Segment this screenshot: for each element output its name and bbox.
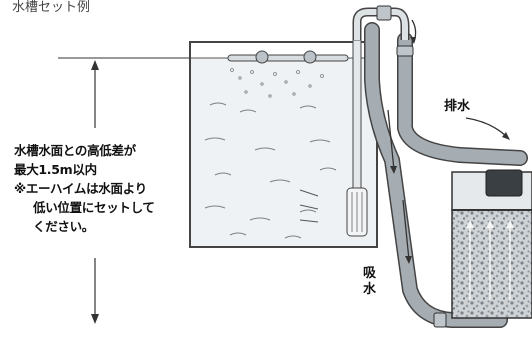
water-ripples: [204, 102, 337, 239]
aquarium-tank: [189, 41, 378, 248]
diagram-caption: 水槽セット例: [12, 0, 91, 15]
placement-note-line-1: ※エーハイムは水面より: [14, 181, 147, 196]
outlet-hose-fill: [398, 33, 527, 165]
placement-note-line-3: ください。: [33, 219, 95, 234]
height-note-line-2: 最大1.5m以内: [14, 162, 97, 177]
height-difference-indicator: [58, 57, 200, 324]
hose-connectors: [376, 5, 447, 328]
air-bubbles: [230, 68, 324, 98]
height-note-line-1: 水槽水面との高低差が: [14, 143, 136, 158]
intake-label-top: 吸: [363, 266, 377, 281]
tank-outline: [189, 41, 378, 248]
drain-label: 排水: [444, 99, 471, 114]
suction-cup: [303, 50, 317, 64]
suction-cup: [255, 50, 269, 64]
return-bend-fill: [385, 9, 408, 40]
intake-label-bottom: 水: [363, 282, 377, 297]
spray-bar-pipe: [227, 54, 349, 62]
spray-bar: [227, 50, 349, 64]
flow-arrows-in-tank: [299, 189, 319, 223]
intake-pipe-body: [352, 39, 362, 191]
tank-water: [191, 58, 376, 246]
filter-motor: [485, 169, 523, 197]
outlet-bend-fill: [354, 9, 385, 40]
height-arrow-head-down: [91, 314, 99, 324]
height-arrow-head-up: [91, 60, 99, 70]
placement-note-line-2: 低い位置にセットして: [33, 200, 155, 215]
canister-filter: [451, 169, 532, 319]
